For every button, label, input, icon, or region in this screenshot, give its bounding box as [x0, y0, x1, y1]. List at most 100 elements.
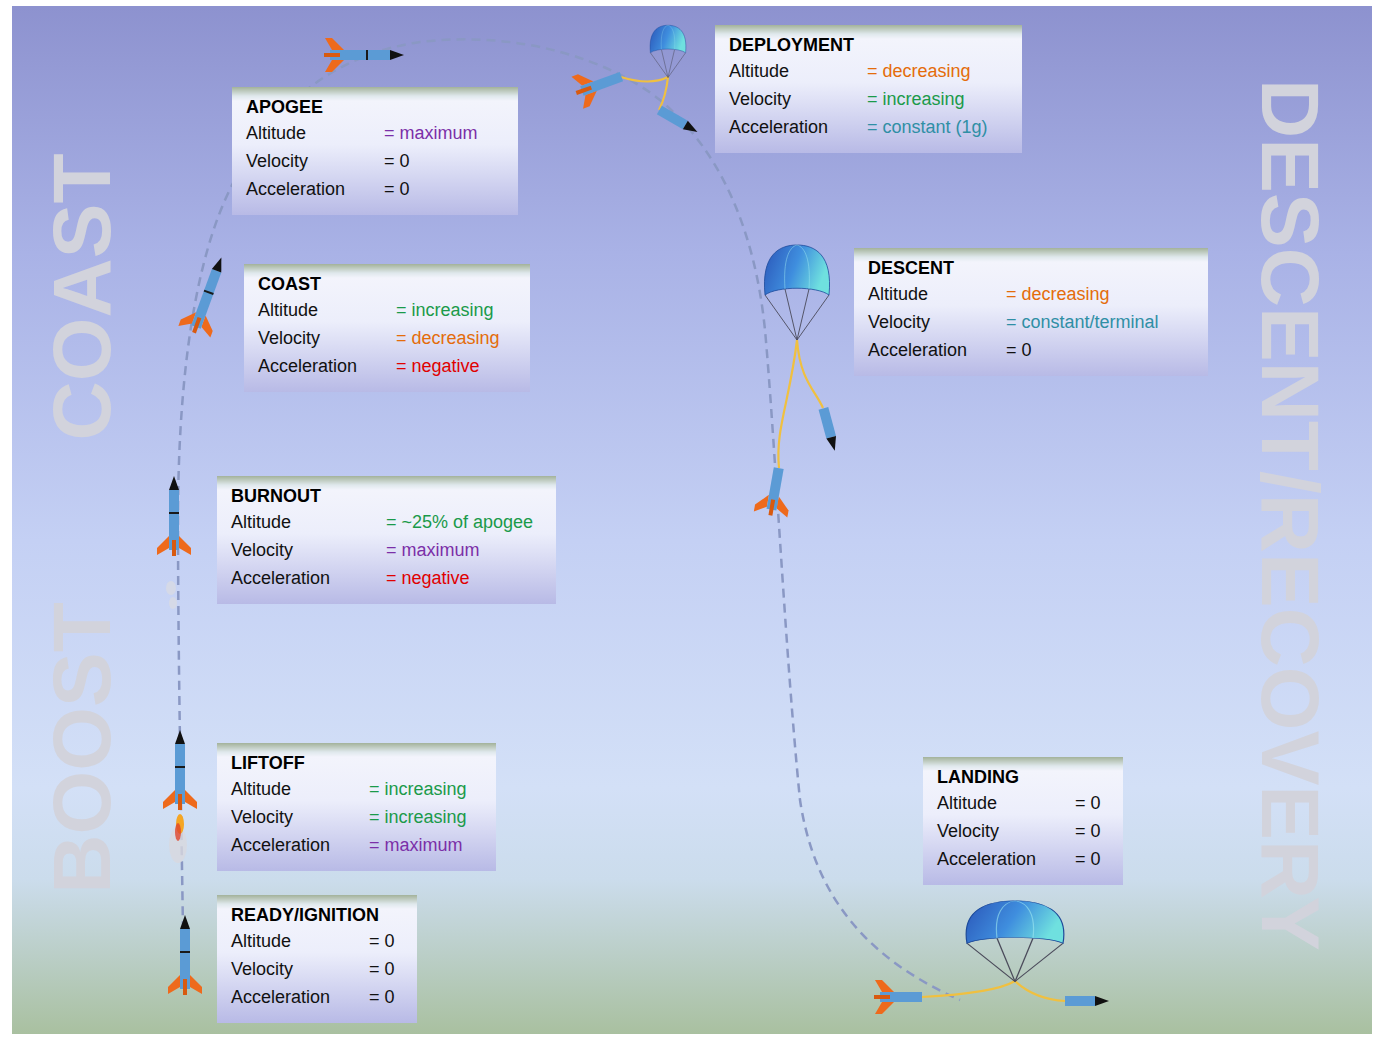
shock-cord	[621, 77, 668, 110]
shock-cord	[778, 340, 823, 468]
quantity-row: Altitude= increasing	[258, 296, 516, 324]
quantity-name: Acceleration	[937, 845, 1075, 873]
quantity-row: Velocity= decreasing	[258, 324, 516, 352]
quantity-row: Acceleration= 0	[231, 983, 403, 1011]
quantity-value: = 0	[384, 147, 410, 175]
rocket-booster-half	[874, 980, 922, 1014]
shock-cord	[922, 981, 1065, 1001]
rocket-nose-half	[1065, 996, 1109, 1006]
phase-heading: BURNOUT	[231, 484, 542, 508]
quantity-name: Altitude	[246, 119, 384, 147]
quantity-row: Velocity= 0	[246, 147, 504, 175]
quantity-value: = 0	[1075, 789, 1101, 817]
quantity-value: = 0	[1075, 845, 1101, 873]
quantity-value: = ~25% of apogee	[386, 508, 533, 536]
quantity-value: = 0	[369, 983, 395, 1011]
quantity-row: Altitude= 0	[231, 927, 403, 955]
quantity-name: Velocity	[729, 85, 867, 113]
phase-heading: DEPLOYMENT	[729, 33, 1008, 57]
trajectory-path	[178, 39, 960, 1000]
rocket	[324, 38, 404, 72]
quantity-name: Acceleration	[231, 564, 386, 592]
phase-heading: LIFTOFF	[231, 751, 482, 775]
quantity-name: Altitude	[231, 775, 369, 803]
quantity-row: Velocity= increasing	[231, 803, 482, 831]
quantity-row: Acceleration= 0	[868, 336, 1194, 364]
quantity-name: Acceleration	[246, 175, 384, 203]
phase-info-box: DEPLOYMENTAltitude= decreasingVelocity= …	[715, 25, 1022, 153]
quantity-row: Velocity= maximum	[231, 536, 542, 564]
phase-info-box: READY/IGNITIONAltitude= 0Velocity= 0Acce…	[217, 895, 417, 1023]
quantity-value: = decreasing	[396, 324, 500, 352]
quantity-name: Velocity	[246, 147, 384, 175]
quantity-value: = maximum	[369, 831, 463, 859]
rocket	[178, 252, 237, 339]
quantity-value: = decreasing	[867, 57, 971, 85]
rocket	[157, 476, 191, 556]
quantity-row: Acceleration= negative	[258, 352, 516, 380]
quantity-row: Velocity= 0	[937, 817, 1109, 845]
phase-heading: COAST	[258, 272, 516, 296]
quantity-name: Acceleration	[231, 983, 369, 1011]
quantity-name: Velocity	[258, 324, 396, 352]
quantity-name: Velocity	[231, 536, 386, 564]
phase-watermark: COAST	[41, 154, 123, 441]
rocket	[163, 730, 197, 810]
rocket-nose-half	[819, 407, 840, 452]
quantity-row: Velocity= constant/terminal	[868, 308, 1194, 336]
quantity-name: Altitude	[231, 927, 369, 955]
phase-heading: LANDING	[937, 765, 1109, 789]
quantity-name: Altitude	[729, 57, 867, 85]
quantity-row: Altitude= increasing	[231, 775, 482, 803]
phase-watermark: DESCENT/RECOVERY	[1249, 79, 1331, 951]
phase-info-box: BURNOUTAltitude= ~25% of apogeeVelocity=…	[217, 476, 556, 604]
quantity-row: Altitude= decreasing	[729, 57, 1008, 85]
quantity-name: Altitude	[868, 280, 1006, 308]
quantity-value: = constant (1g)	[867, 113, 988, 141]
quantity-row: Altitude= ~25% of apogee	[231, 508, 542, 536]
quantity-name: Acceleration	[258, 352, 396, 380]
quantity-row: Altitude= maximum	[246, 119, 504, 147]
quantity-value: = decreasing	[1006, 280, 1110, 308]
quantity-row: Acceleration= maximum	[231, 831, 482, 859]
parachute	[966, 901, 1064, 982]
rocket-nose-half	[657, 106, 700, 137]
quantity-value: = maximum	[386, 536, 480, 564]
phase-heading: READY/IGNITION	[231, 903, 403, 927]
quantity-row: Acceleration= constant (1g)	[729, 113, 1008, 141]
quantity-name: Velocity	[937, 817, 1075, 845]
phase-info-box: DESCENTAltitude= decreasingVelocity= con…	[854, 248, 1208, 376]
phase-info-box: LANDINGAltitude= 0Velocity= 0Acceleratio…	[923, 757, 1123, 885]
quantity-name: Acceleration	[729, 113, 867, 141]
exhaust-flame	[169, 814, 187, 863]
quantity-value: = increasing	[369, 803, 467, 831]
quantity-value: = increasing	[867, 85, 965, 113]
phase-heading: DESCENT	[868, 256, 1194, 280]
quantity-value: = 0	[384, 175, 410, 203]
phase-heading: APOGEE	[246, 95, 504, 119]
quantity-name: Velocity	[231, 803, 369, 831]
quantity-name: Altitude	[937, 789, 1075, 817]
phase-info-box: LIFTOFFAltitude= increasingVelocity= inc…	[217, 743, 496, 871]
quantity-value: = increasing	[369, 775, 467, 803]
quantity-row: Velocity= increasing	[729, 85, 1008, 113]
rocket-booster-half	[754, 465, 796, 518]
smoke-puff	[166, 581, 177, 609]
quantity-row: Velocity= 0	[231, 955, 403, 983]
quantity-value: = maximum	[384, 119, 478, 147]
quantity-row: Altitude= decreasing	[868, 280, 1194, 308]
quantity-value: = 0	[369, 955, 395, 983]
quantity-value: = negative	[396, 352, 480, 380]
quantity-name: Altitude	[258, 296, 396, 324]
quantity-name: Velocity	[868, 308, 1006, 336]
rocket	[168, 915, 202, 995]
quantity-value: = increasing	[396, 296, 494, 324]
quantity-name: Altitude	[231, 508, 386, 536]
quantity-row: Acceleration= negative	[231, 564, 542, 592]
phase-watermark: BOOST	[41, 602, 123, 894]
parachute	[650, 25, 686, 77]
quantity-value: = 0	[369, 927, 395, 955]
quantity-value: = 0	[1006, 336, 1032, 364]
